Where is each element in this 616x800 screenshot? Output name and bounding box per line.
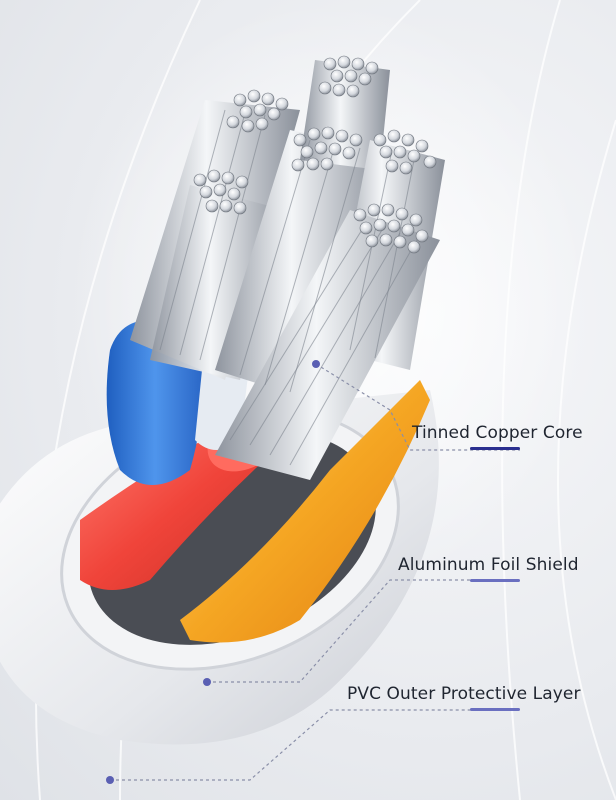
leader-lines bbox=[110, 363, 520, 781]
label-underline-core bbox=[470, 447, 520, 450]
copper-strand-bundles bbox=[130, 60, 445, 480]
wire-orange bbox=[180, 380, 430, 643]
label-underline-pvc bbox=[470, 708, 520, 711]
strand-tips bbox=[193, 55, 437, 254]
label-underline-shield bbox=[470, 579, 520, 582]
label-pvc-outer-layer: PVC Outer Protective Layer bbox=[347, 684, 581, 704]
label-aluminum-foil-shield: Aluminum Foil Shield bbox=[398, 555, 579, 575]
leader-dots bbox=[106, 360, 320, 784]
label-tinned-copper-core: Tinned Copper Core bbox=[412, 423, 583, 443]
